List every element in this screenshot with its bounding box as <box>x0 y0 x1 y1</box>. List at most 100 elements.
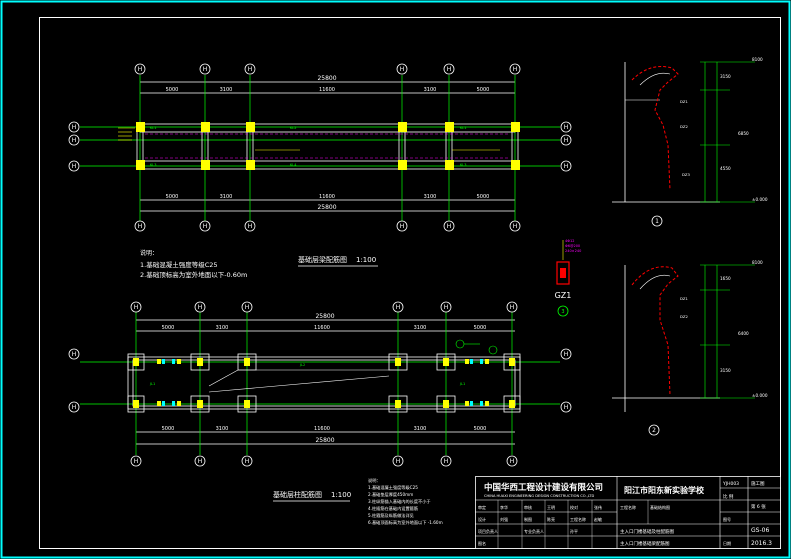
plan2-total-dim: 25800 <box>315 313 334 320</box>
svg-text:H: H <box>134 458 139 465</box>
svg-text:图号: 图号 <box>723 516 731 522</box>
svg-text:5.柱箍筋及纵筋做法详见: 5.柱箍筋及纵筋做法详见 <box>368 512 414 519</box>
svg-text:H: H <box>138 223 143 230</box>
svg-text:H: H <box>134 304 139 311</box>
svg-text:H: H <box>513 66 518 73</box>
svg-text:H: H <box>245 458 250 465</box>
svg-text:刘强: 刘强 <box>500 516 508 522</box>
svg-text:JL2: JL2 <box>299 363 305 367</box>
plan1-span-1b: 5000 <box>166 194 179 200</box>
svg-text:H: H <box>564 351 569 358</box>
svg-text:赵敏: 赵敏 <box>594 516 602 522</box>
svg-text:3100: 3100 <box>414 325 427 331</box>
svg-text:孙平: 孙平 <box>570 528 578 534</box>
svg-text:6.基础顶面标高为室外地面以下 -1.60m: 6.基础顶面标高为室外地面以下 -1.60m <box>368 519 443 526</box>
section-1: 8100 3150 6850 4550 ±0.000 DZ1 DZ2 DZ3 1 <box>612 57 768 227</box>
svg-text:KL3: KL3 <box>150 163 156 167</box>
svg-text:李华: 李华 <box>500 504 508 510</box>
svg-text:6400: 6400 <box>738 331 749 336</box>
svg-text:H: H <box>72 163 77 170</box>
drawing-name-2: 主入口门楼基础及柱配筋图 <box>620 528 674 535</box>
svg-text:3100: 3100 <box>216 426 229 432</box>
svg-text:DZ2: DZ2 <box>680 124 689 129</box>
svg-text:H: H <box>203 223 208 230</box>
svg-text:1650: 1650 <box>720 276 731 281</box>
svg-text:240×240: 240×240 <box>565 249 581 253</box>
plan-2: 25800 25800 5000 3100 11600 3100 5000 50… <box>68 301 572 526</box>
svg-text:KL3: KL3 <box>460 163 466 167</box>
svg-text:H: H <box>447 66 452 73</box>
column-label: GZ1 <box>555 291 572 300</box>
svg-text:H: H <box>138 66 143 73</box>
svg-text:2.基础垫层厚度450mm: 2.基础垫层厚度450mm <box>368 491 413 498</box>
section-2-number: 2 <box>652 427 656 434</box>
plan1-span-1: 5000 <box>166 87 179 93</box>
svg-text:3.柱纵筋锚入基础内的长度不小于: 3.柱纵筋锚入基础内的长度不小于 <box>368 498 431 505</box>
svg-text:H: H <box>198 458 203 465</box>
scale-label: 比 例 <box>723 493 734 500</box>
svg-text:11600: 11600 <box>314 325 330 331</box>
svg-text:H: H <box>72 124 77 131</box>
plan1-span-3: 11600 <box>319 87 335 93</box>
svg-text:KL4: KL4 <box>290 163 297 167</box>
svg-text:8100: 8100 <box>752 57 763 62</box>
plan2-scale: 1:100 <box>331 491 351 499</box>
svg-text:H: H <box>203 66 208 73</box>
design-no: YJH003 <box>722 481 739 487</box>
svg-text:H: H <box>248 223 253 230</box>
svg-text:KL1: KL1 <box>460 126 466 130</box>
svg-text:4Φ12: 4Φ12 <box>565 239 574 243</box>
drawing-date: 2016.3 <box>751 540 772 547</box>
section-2: 8100 1650 6400 3150 ±0.000 DZ1 DZ2 2 <box>612 260 768 436</box>
plan1-span-5b: 5000 <box>477 194 490 200</box>
plan1-span-2b: 3100 <box>220 194 233 200</box>
svg-text:H: H <box>396 304 401 311</box>
svg-text:H: H <box>72 351 77 358</box>
svg-text:DZ1: DZ1 <box>680 99 689 104</box>
svg-text:H: H <box>510 304 515 311</box>
svg-text:H: H <box>510 458 515 465</box>
svg-text:KL2: KL2 <box>290 126 296 130</box>
svg-text:5000: 5000 <box>474 426 487 432</box>
plan1-span-2: 3100 <box>220 87 233 93</box>
svg-text:H: H <box>198 304 203 311</box>
drawing-name-3: 主入口门楼基础梁配筋图 <box>620 540 670 547</box>
svg-text:H: H <box>564 404 569 411</box>
svg-text:Φ6@200: Φ6@200 <box>565 244 580 248</box>
svg-text:专业负责人: 专业负责人 <box>524 528 544 534</box>
svg-text:张伟: 张伟 <box>594 504 602 510</box>
svg-text:陈亮: 陈亮 <box>547 516 555 522</box>
svg-text:设计: 设计 <box>478 516 486 522</box>
svg-text:H: H <box>72 137 77 144</box>
plan1-span-5: 5000 <box>477 87 490 93</box>
plan1-span-4: 3100 <box>424 87 437 93</box>
svg-text:H: H <box>444 458 449 465</box>
svg-text:H: H <box>400 66 405 73</box>
svg-text:H: H <box>396 458 401 465</box>
svg-text:6850: 6850 <box>738 131 749 136</box>
svg-text:11600: 11600 <box>314 426 330 432</box>
svg-text:H: H <box>245 304 250 311</box>
svg-text:审核: 审核 <box>524 504 532 510</box>
svg-text:JL1: JL1 <box>149 382 155 386</box>
svg-text:H: H <box>447 223 452 230</box>
svg-text:5000: 5000 <box>162 325 175 331</box>
svg-text:KL1: KL1 <box>150 126 156 130</box>
svg-text:4550: 4550 <box>720 166 731 171</box>
plan1-scale: 1:100 <box>356 256 376 264</box>
column-index: 3 <box>561 309 564 315</box>
svg-text:3100: 3100 <box>414 426 427 432</box>
drawing-number: GS-06 <box>751 527 769 534</box>
svg-text:JL1: JL1 <box>459 382 465 386</box>
company-name: 中国华西工程设计建设有限公司 <box>484 482 603 493</box>
svg-text:日期: 日期 <box>723 540 731 546</box>
plan1-title: 基础层梁配筋图 <box>298 255 347 264</box>
project-name: 阳江市阳东新实验学校 <box>624 485 705 495</box>
svg-text:图名: 图名 <box>478 540 486 546</box>
svg-text:H: H <box>444 304 449 311</box>
svg-text:说明：: 说明： <box>368 477 381 484</box>
svg-text:5000: 5000 <box>162 426 175 432</box>
column-gz1: 4Φ12 Φ6@200 240×240 GZ1 3 <box>555 239 581 317</box>
